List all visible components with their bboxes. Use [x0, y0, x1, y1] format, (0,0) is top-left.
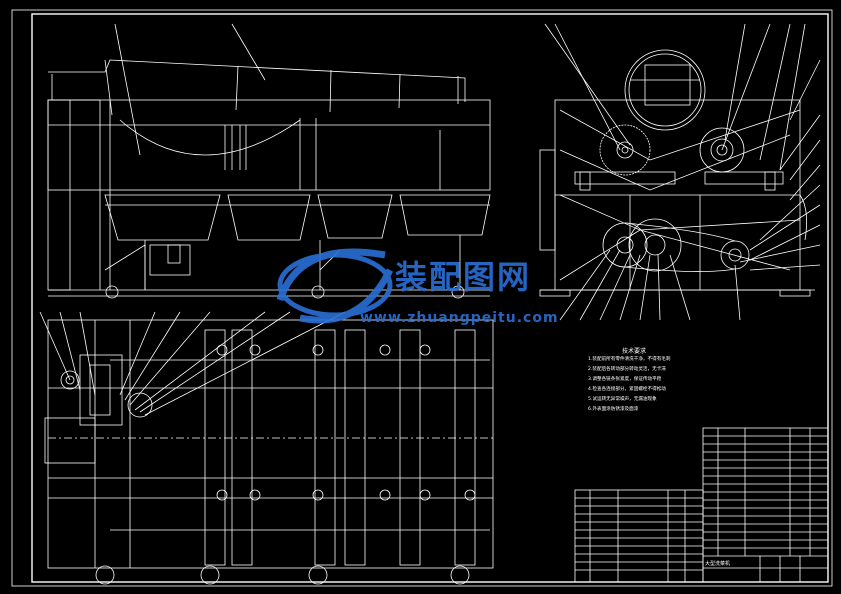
technical-requirement-5: 5.试运转无异常噪声，无漏油现象 [588, 397, 657, 402]
parts-table [574, 427, 829, 583]
plan-view [39, 311, 494, 585]
outer-border [11, 9, 833, 587]
watermark-brand: 装配图网 [395, 258, 532, 296]
front-view [47, 23, 491, 299]
drawing-title: 大型洗菜机 [705, 561, 731, 567]
technical-requirement-1: 1.装配前所有零件清洗干净，不得有毛刺 [588, 357, 671, 362]
side-view [539, 23, 821, 321]
technical-requirement-3: 3.调整各链条张紧度，保证传动平稳 [588, 377, 662, 382]
watermark-url: www.zhuangpeitu.com [360, 310, 559, 326]
technical-requirements-title: 技术要求 [622, 348, 647, 355]
technical-requirement-4: 4.检查各连接部分，紧固螺栓不得松动 [588, 387, 666, 392]
technical-requirement-6: 6.外表面涂防锈漆及面漆 [588, 407, 639, 412]
inner-border [31, 13, 829, 583]
technical-requirement-2: 2.装配后各转动部分转动灵活，无卡滞 [588, 367, 666, 372]
watermark-logo [276, 248, 394, 324]
